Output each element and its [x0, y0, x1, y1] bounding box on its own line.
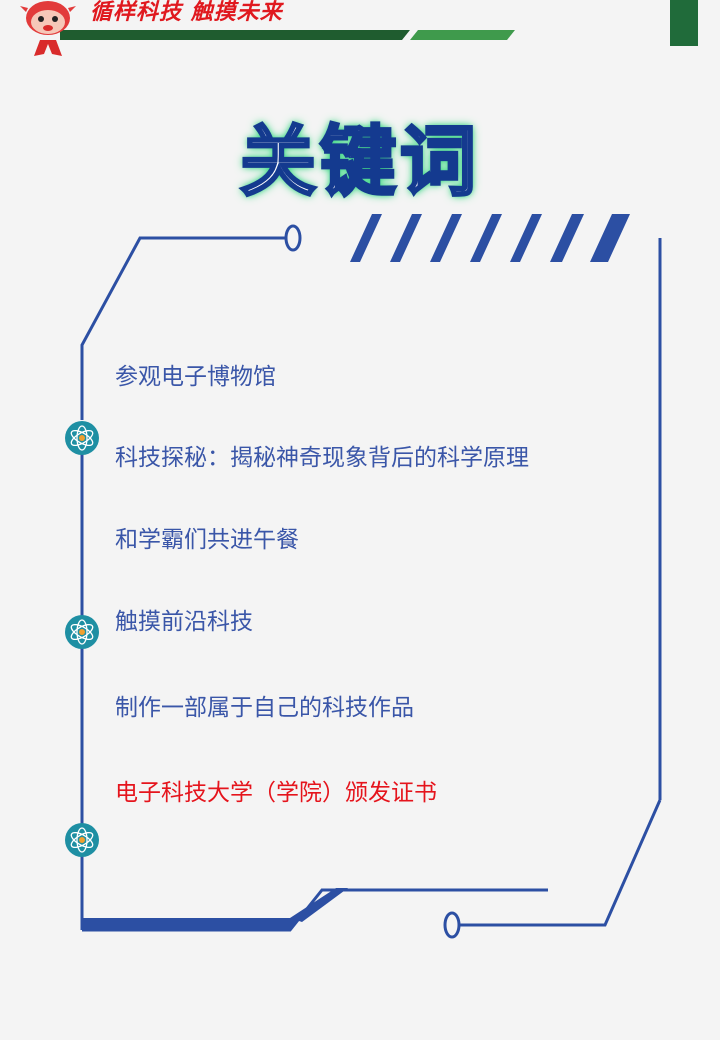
keyword-item: 制作一部属于自己的科技作品	[115, 695, 414, 721]
keyword-item: 触摸前沿科技	[115, 609, 253, 635]
page-title: 关键词	[239, 116, 480, 208]
keyword-item: 科技探秘：揭秘神奇现象背后的科学原理	[115, 445, 529, 471]
corner-block	[670, 0, 698, 46]
keyword-item: 和学霸们共进午餐	[115, 527, 299, 553]
atom-icon	[65, 823, 99, 857]
mascot-icon	[20, 1, 76, 56]
slogan: 循样科技 触摸未来	[90, 0, 283, 25]
atom-icon	[65, 421, 99, 455]
keyword-item: 参观电子博物馆	[115, 364, 276, 390]
keyword-item-highlight: 电子科技大学（学院）颁发证书	[115, 780, 437, 806]
header-bar	[60, 30, 515, 40]
atom-icon	[65, 615, 99, 649]
